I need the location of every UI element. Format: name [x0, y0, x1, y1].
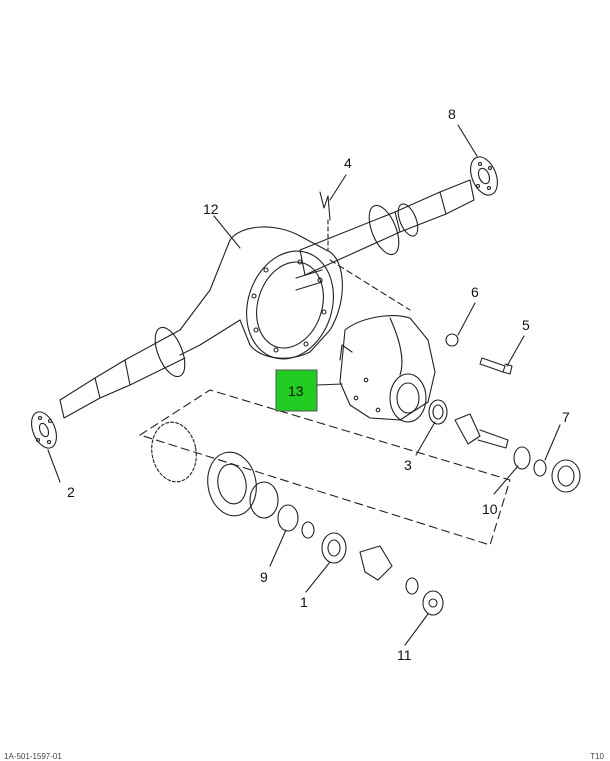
bearing-cup-1 — [321, 532, 347, 564]
callout-12[interactable]: 12 — [203, 201, 219, 217]
bearing-cone-10 — [513, 446, 531, 470]
housing-opening — [246, 250, 334, 360]
breather — [319, 191, 331, 221]
callout-13[interactable]: 13 — [288, 383, 304, 399]
left-flange — [31, 411, 57, 449]
washer-6 — [445, 333, 459, 347]
callout-6[interactable]: 6 — [471, 284, 479, 300]
differential-carrier — [339, 315, 436, 423]
right-flange — [470, 156, 498, 196]
callout-2[interactable]: 2 — [67, 484, 75, 500]
sheet-code: T10 — [590, 752, 604, 761]
callout-3[interactable]: 3 — [404, 457, 412, 473]
drawing-number: 1A-501-1597-01 — [4, 752, 62, 761]
lower-boundary — [139, 389, 511, 546]
nut-11 — [422, 590, 444, 616]
callout-9[interactable]: 9 — [260, 569, 268, 585]
callout-8[interactable]: 8 — [448, 106, 456, 122]
bearing-9 — [277, 504, 299, 532]
callout-4[interactable]: 4 — [344, 155, 352, 171]
highlight-box-13[interactable] — [275, 369, 318, 412]
lower-parts — [151, 421, 444, 616]
pinion-gear — [454, 413, 481, 445]
bearing-cup-3 — [428, 399, 448, 425]
axle-housing — [31, 156, 498, 449]
bolt-5 — [479, 357, 506, 373]
seal-7 — [533, 459, 547, 477]
callout-5[interactable]: 5 — [522, 317, 530, 333]
callout-1[interactable]: 1 — [300, 594, 308, 610]
carrier-pinion-bore — [389, 373, 427, 423]
callout-11[interactable]: 11 — [397, 647, 412, 663]
callout-7[interactable]: 7 — [562, 409, 570, 425]
callout-10[interactable]: 10 — [482, 501, 498, 517]
